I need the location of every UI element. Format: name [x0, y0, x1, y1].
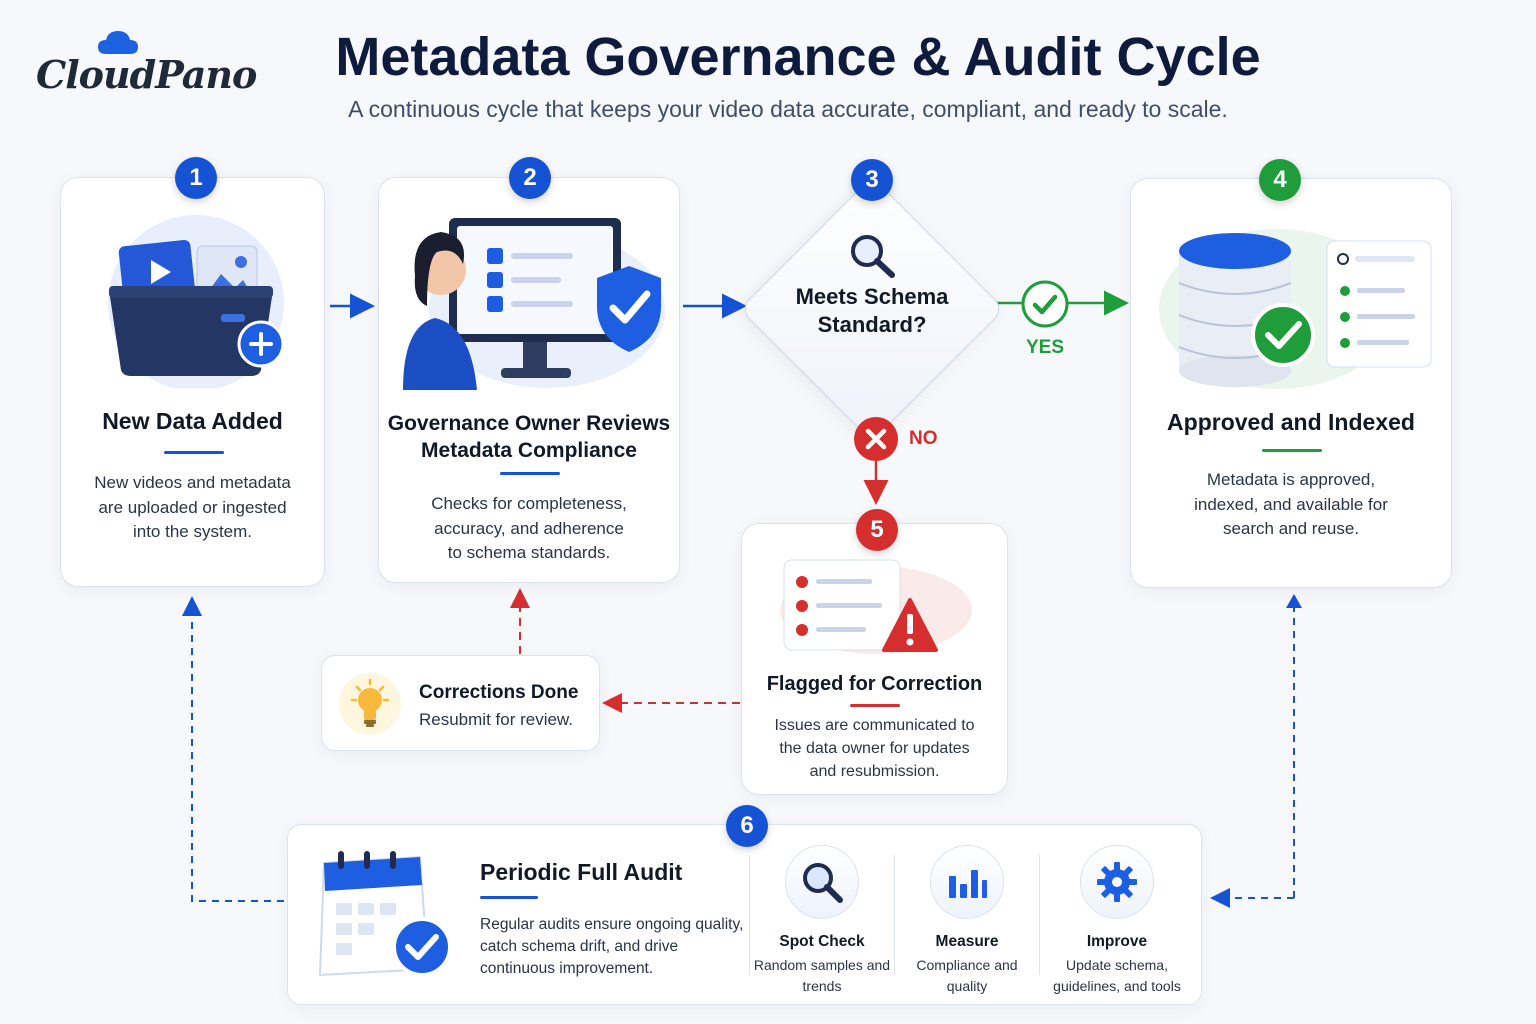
step-5-description: Issues are communicated to the data owne… — [774, 717, 975, 780]
calendar-check-icon — [318, 851, 452, 977]
page-title: Metadata Governance & Audit Cycle — [335, 27, 1261, 87]
audit-item-title: Improve — [1086, 933, 1148, 950]
step-5-title: Flagged for Correction — [766, 673, 983, 695]
yes-check-icon — [1021, 280, 1069, 328]
lightbulb-icon — [339, 673, 401, 735]
step-5-card[interactable]: Flagged for Correction Issues are commun… — [741, 523, 1008, 795]
step-1-card[interactable]: New Data Added New videos and metadata a… — [60, 177, 325, 587]
step-3-badge: 3 — [851, 159, 893, 201]
step-2-underline — [500, 472, 560, 475]
bar-chart-icon — [930, 845, 1004, 919]
no-cross-icon — [854, 417, 898, 461]
cloud-logo-icon — [98, 31, 138, 54]
step-4-badge: 4 — [1259, 159, 1301, 201]
logo-text: CloudPano — [36, 52, 257, 97]
audit-item-measure[interactable]: Measure Compliance and quality — [897, 845, 1037, 997]
audit-item-title: Measure — [935, 933, 999, 950]
step-6-title: Periodic Full Audit — [480, 859, 683, 885]
audit-item-title: Spot Check — [779, 933, 865, 950]
no-label: NO — [909, 428, 938, 449]
audit-divider — [894, 855, 895, 975]
gear-icon — [1080, 845, 1154, 919]
step-2-title: Governance Owner Reviews Metadata Compli… — [387, 412, 671, 462]
step-4-card[interactable]: Approved and Indexed Metadata is approve… — [1130, 178, 1452, 588]
inbox-media-icon — [108, 215, 285, 388]
audit-divider — [1039, 855, 1040, 975]
arrow-audit-to-1 — [182, 596, 284, 902]
step-4-title: Approved and Indexed — [1167, 409, 1415, 435]
audit-divider — [749, 855, 750, 975]
step-2-badge: 2 — [509, 157, 551, 199]
step-2-description: Checks for completeness, accuracy, and a… — [431, 494, 627, 562]
audit-item-description: Random samples and trends — [753, 957, 891, 994]
magnifier-icon — [851, 235, 895, 278]
step-2-card[interactable]: Governance Owner Reviews Metadata Compli… — [378, 177, 680, 583]
corrections-description: Resubmit for review. — [419, 710, 573, 729]
corrections-card[interactable]: Corrections Done Resubmit for review. — [321, 655, 600, 751]
reviewer-monitor-icon — [403, 218, 665, 390]
decision-question: Meets Schema Standard? — [795, 284, 949, 337]
corrections-title: Corrections Done — [419, 682, 579, 703]
step-6-underline — [480, 896, 538, 899]
magnifier-icon — [785, 845, 859, 919]
audit-item-description: Compliance and quality — [916, 957, 1018, 994]
flagged-list-icon — [780, 559, 972, 654]
audit-item-improve[interactable]: Improve Update schema, guidelines, and t… — [1042, 845, 1192, 997]
yes-label: YES — [1026, 337, 1065, 358]
step-6-card[interactable]: Periodic Full Audit Regular audits ensur… — [287, 824, 1202, 1005]
step-5-underline — [850, 704, 900, 707]
step-6-description: Regular audits ensure ongoing quality, c… — [480, 916, 744, 977]
step-1-underline — [164, 451, 224, 454]
step-5-badge: 5 — [856, 509, 898, 551]
step-1-title: New Data Added — [102, 408, 283, 434]
step-1-badge: 1 — [175, 157, 217, 199]
step-4-description: Metadata is approved, indexed, and avail… — [1194, 470, 1388, 538]
page-subtitle: A continuous cycle that keeps your video… — [348, 96, 1228, 122]
logo: CloudPano — [36, 31, 266, 106]
audit-item-description: Update schema, guidelines, and tools — [1053, 957, 1181, 994]
step-4-underline — [1262, 449, 1322, 452]
step-6-badge: 6 — [726, 805, 768, 847]
audit-item-spot-check[interactable]: Spot Check Random samples and trends — [752, 845, 892, 997]
database-approved-icon — [1159, 229, 1432, 389]
step-1-description: New videos and metadata are uploaded or … — [94, 473, 291, 541]
